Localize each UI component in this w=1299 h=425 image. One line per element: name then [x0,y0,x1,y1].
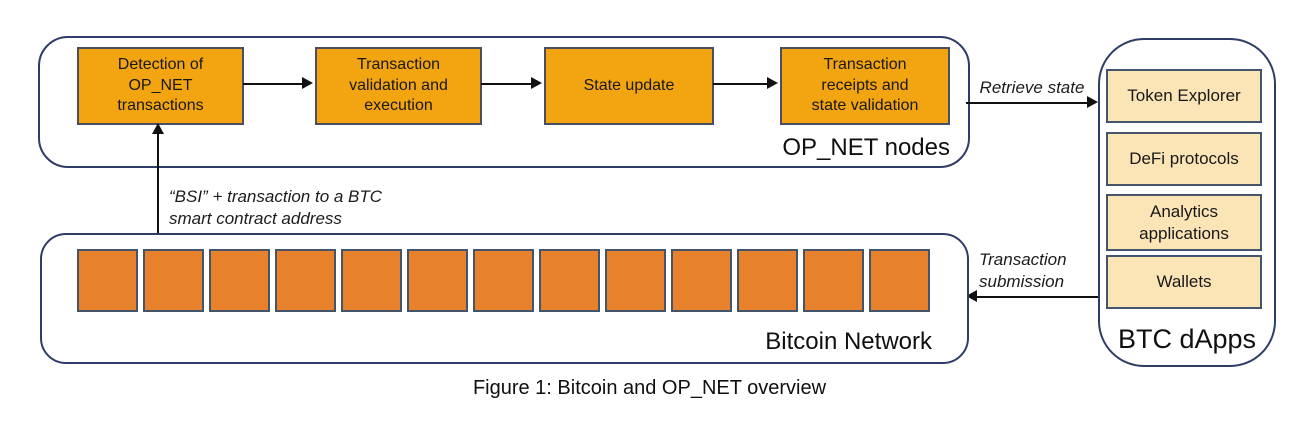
blocks-row [77,249,930,312]
bitcoin-block [671,249,732,312]
step-receipts-box: Transaction receipts and state validatio… [780,47,950,125]
step-state-update-box: State update [544,47,714,125]
bitcoin-network-title: Bitcoin Network [765,328,932,355]
bsi-arrow-head-icon [152,123,164,134]
retrieve-state-arrow-line [966,102,1087,104]
btc-dapps-title: BTC dApps [1117,324,1257,354]
dapp-analytics-box: Analytics applications [1106,194,1262,251]
dapp-defi-protocols-box: DeFi protocols [1106,132,1262,186]
bitcoin-block [407,249,468,312]
arrow-step2-step3-head-icon [531,77,542,89]
arrow-step3-step4-head-icon [767,77,778,89]
dapp-wallets-box: Wallets [1106,255,1262,309]
bitcoin-block [77,249,138,312]
bitcoin-block [539,249,600,312]
step-state-update-label: State update [583,76,675,94]
step-detection-box: Detection of OP_NET transactions [77,47,244,125]
bitcoin-block [473,249,534,312]
bitcoin-block [737,249,798,312]
arrow-step2-step3-line [481,83,531,85]
arrow-step3-step4-line [713,83,767,85]
bitcoin-block [143,249,204,312]
step-validation-label: Transaction validation and execution [349,56,448,115]
btc-dapps-container: Token Explorer DeFi protocols Analytics … [1098,38,1276,367]
step-validation-box: Transaction validation and execution [315,47,482,125]
step-detection-label: Detection of OP_NET transactions [117,56,204,115]
retrieve-state-label: Retrieve state [979,78,1085,97]
step-receipts-label: Transaction receipts and state validatio… [811,56,919,115]
figure-caption: Figure 1: Bitcoin and OP_NET overview [472,377,827,399]
dapp-wallets-label: Wallets [1156,272,1212,292]
dapp-token-explorer-box: Token Explorer [1106,69,1262,123]
opnet-nodes-title: OP_NET nodes [782,134,950,161]
bitcoin-network-container: Bitcoin Network [40,233,969,364]
bitcoin-block [803,249,864,312]
bitcoin-block [869,249,930,312]
bsi-arrow-line [157,133,159,233]
bitcoin-block [605,249,666,312]
bitcoin-block [209,249,270,312]
transaction-submission-arrow-head-icon [966,290,977,302]
opnet-nodes-container: Detection of OP_NET transactions Transac… [38,36,970,168]
bsi-note-label: “BSI” + transaction to a BTC smart contr… [169,187,383,229]
retrieve-state-arrow-head-icon [1087,96,1098,108]
transaction-submission-arrow-line [977,296,1098,298]
arrow-step1-step2-head-icon [302,77,313,89]
bitcoin-block [275,249,336,312]
dapp-defi-protocols-label: DeFi protocols [1129,149,1239,169]
bitcoin-block [341,249,402,312]
dapp-analytics-label: Analytics applications [1139,202,1229,243]
transaction-submission-label: Transaction submission [979,250,1067,292]
arrow-step1-step2-line [243,83,302,85]
dapp-token-explorer-label: Token Explorer [1127,86,1241,106]
